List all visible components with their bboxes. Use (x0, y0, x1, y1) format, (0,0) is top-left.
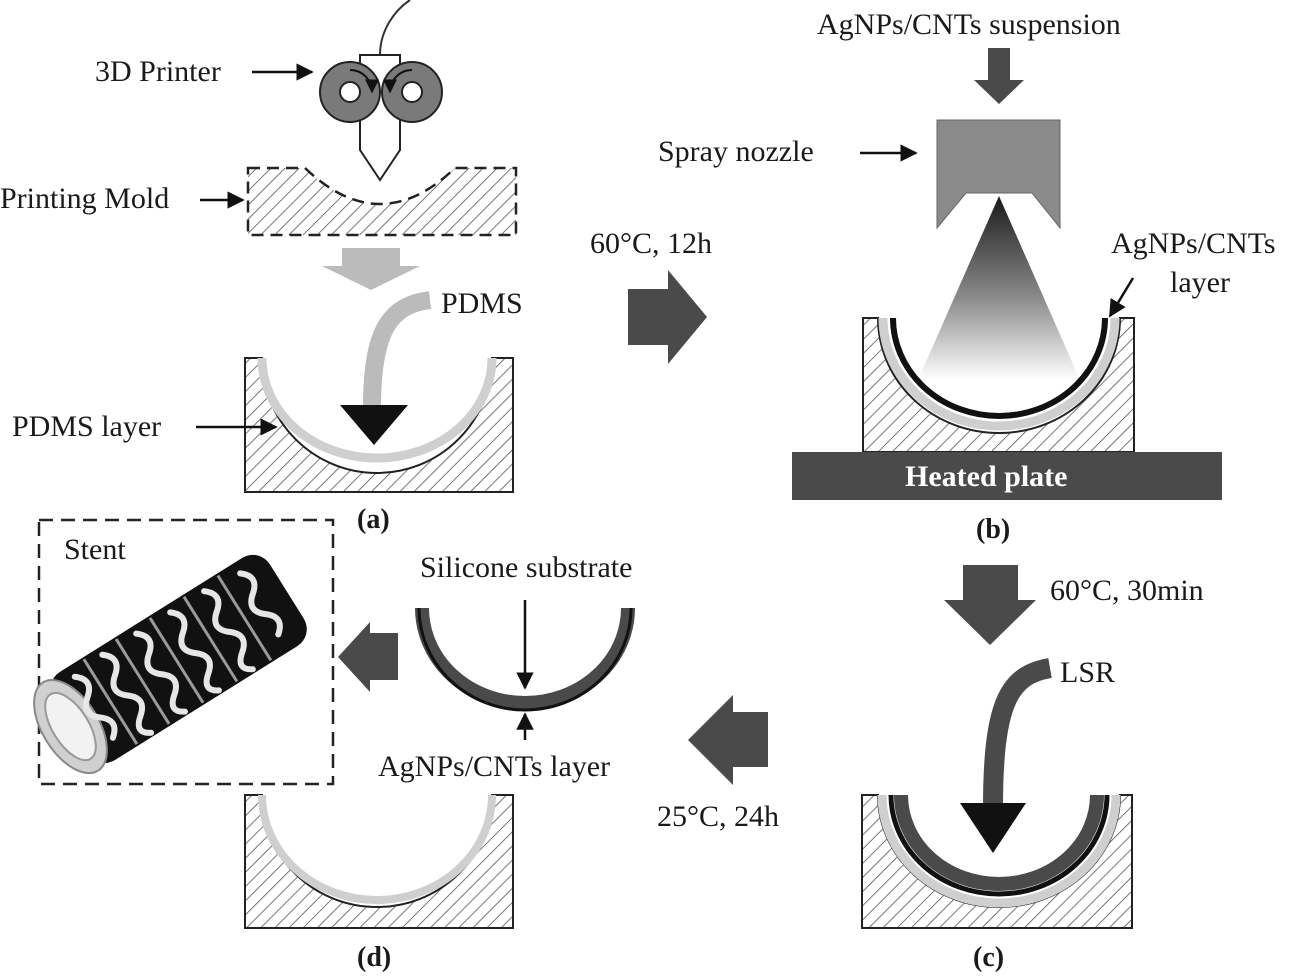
pdms-layer-b (878, 317, 1120, 431)
silicone-substrate (415, 607, 635, 710)
pdms-arrow-head (340, 405, 408, 445)
heated-plate-label: Heated plate (905, 460, 1067, 493)
lsr-arrow-head (960, 803, 1026, 853)
printing-mold (246, 166, 518, 237)
step-ab: 60°C, 12h (590, 227, 712, 364)
pdms-pour-arrow (363, 291, 432, 409)
pdms-layer (257, 357, 497, 463)
printer-label: 3D Printer (95, 55, 221, 88)
agnps-layer-d-label: AgNPs/CNTs layer (378, 750, 610, 783)
stent-label: Stent (64, 533, 126, 566)
panel-c-label: (c) (973, 942, 1004, 973)
panel-c: LSR (c) (861, 656, 1133, 973)
agnps-layer-c (888, 794, 1110, 897)
pdms-layer-label: PDMS layer (12, 410, 161, 443)
step-ab-label: 60°C, 12h (590, 227, 712, 260)
stent-icon (33, 554, 307, 775)
panel-b-label: (b) (976, 514, 1010, 545)
printer-roller-icon (319, 61, 443, 123)
mold-label: Printing Mold (0, 182, 169, 215)
agnps-layer-pointer (1108, 277, 1135, 318)
agnps-layer-b (890, 317, 1108, 419)
pdms-layer-d (258, 794, 496, 904)
spray-nozzle-label: Spray nozzle (658, 135, 814, 168)
suspension-arrow (974, 48, 1024, 104)
spray-cone (918, 196, 1080, 380)
lsr-pour-arrow (983, 658, 1053, 809)
agnps-layer-d (417, 607, 633, 712)
silicone-label: Silicone substrate (420, 551, 632, 584)
panel-b: AgNPs/CNTs suspension Spray nozzle AgNPs… (658, 8, 1276, 545)
step-bc-arrow (944, 565, 1036, 645)
suspension-label: AgNPs/CNTs suspension (817, 8, 1121, 41)
step-cd: 25°C, 24h (657, 695, 779, 833)
lsr-layer-c (894, 794, 1104, 891)
panel-a-label: (a) (357, 504, 390, 535)
agnps-layer-label-1: AgNPs/CNTs (1111, 227, 1276, 260)
pdms-layer-c (877, 794, 1121, 908)
panel-a: 3D Printer Printing Mold PDMS PDMS layer… (0, 0, 523, 535)
step-bc: 60°C, 30min (944, 565, 1204, 645)
spray-nozzle (936, 119, 1061, 230)
agnps-layer-label-2: layer (1170, 266, 1230, 299)
stent-frame (37, 518, 335, 786)
mold-cup-b (862, 317, 1135, 453)
heated-plate (792, 452, 1222, 500)
transfer-arrow (322, 248, 420, 290)
panel-d-label: (d) (357, 942, 391, 973)
step-bc-label: 60°C, 30min (1050, 574, 1204, 607)
filament-line (379, 0, 411, 56)
step-cd-label: 25°C, 24h (657, 800, 779, 833)
step-ab-arrow (628, 270, 707, 364)
step-d-stent-arrow (338, 622, 398, 692)
panel-d: Silicone substrate AgNPs/CNTs layer Sten… (33, 518, 635, 973)
step-cd-arrow (688, 695, 768, 785)
lsr-label: LSR (1060, 656, 1115, 689)
pdms-label: PDMS (441, 287, 523, 320)
